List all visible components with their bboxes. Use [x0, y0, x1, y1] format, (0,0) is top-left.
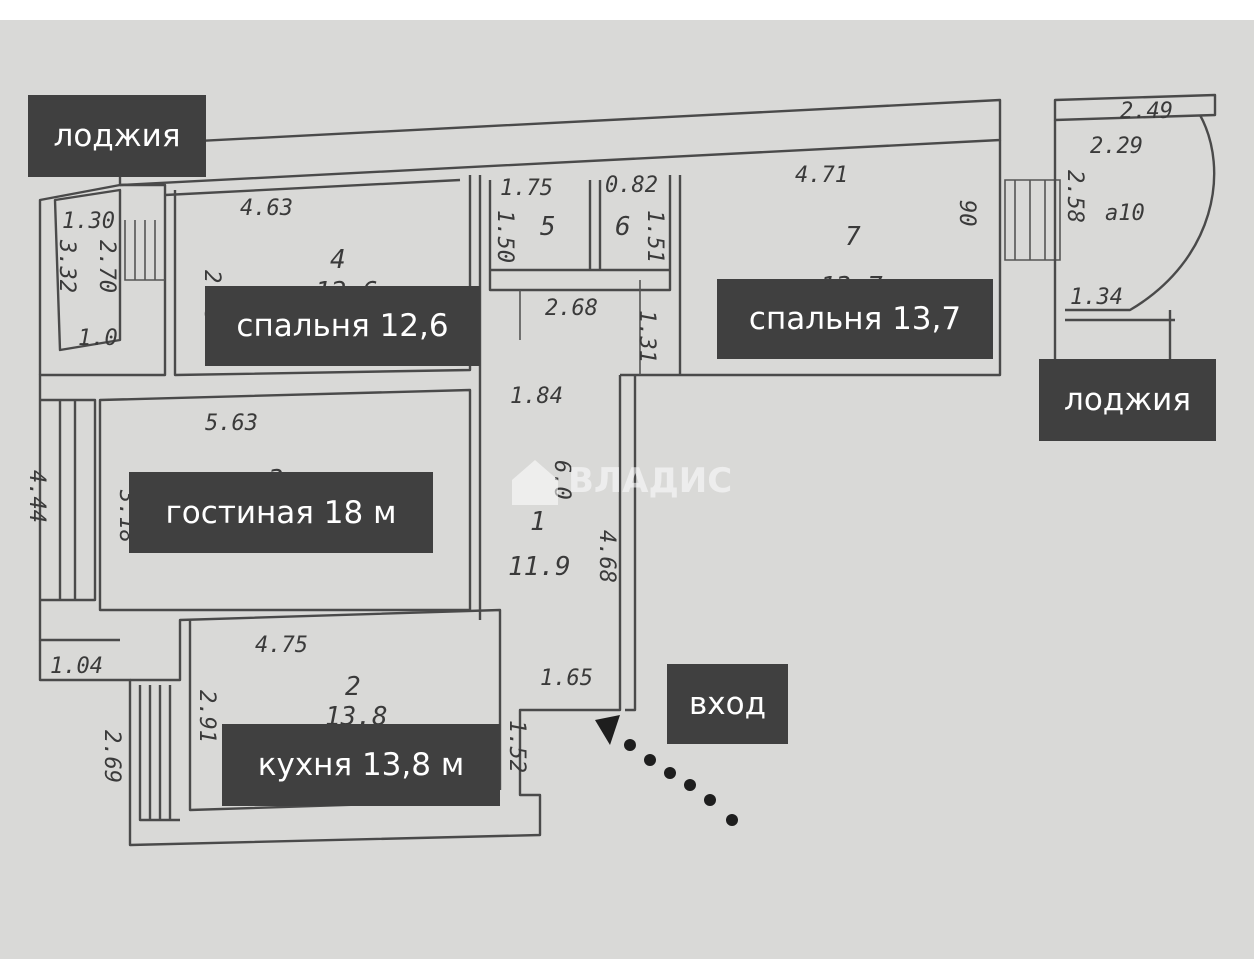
dim-text: 4.71: [795, 163, 848, 188]
label-entrance: вход: [667, 664, 788, 744]
dim-text: 5.63: [205, 411, 258, 436]
dim-text: 1.51: [642, 210, 667, 263]
label-loggia-right: лоджия: [1039, 359, 1216, 441]
room-number: 2: [345, 672, 361, 702]
dim-text: 1.50: [492, 210, 517, 263]
dim-text: 1.30: [62, 209, 115, 234]
dim-text: 4.44: [24, 470, 49, 523]
watermark-house-icon: [512, 460, 558, 505]
right-loggia-outline: [1053, 93, 1217, 367]
room-number: 7: [845, 222, 861, 252]
watermark: ВЛАДИС: [512, 460, 732, 505]
room-area: 11.9: [508, 552, 571, 582]
dim-text: 4.75: [255, 633, 308, 658]
interior-walls: [98, 175, 1061, 620]
dim-text: 1.52: [504, 720, 529, 773]
dim-text: 4.63: [240, 196, 293, 221]
dim-text: 1.31: [634, 310, 659, 363]
label-loggia-left: лоджия: [28, 95, 206, 177]
dim-text: 1.65: [540, 666, 593, 691]
watermark-text: ВЛАДИС: [568, 461, 732, 501]
label-bedroom-right: спальня 13,7: [717, 279, 993, 359]
room-number: 4: [330, 245, 346, 275]
dim-text: 1.04: [50, 654, 103, 679]
room-number: 1: [530, 507, 546, 537]
dim-text: 2.68: [545, 296, 598, 321]
dim-text: 90: [954, 200, 979, 227]
dim-text: 4.68: [594, 530, 619, 583]
dim-text: 2.49: [1120, 99, 1173, 124]
dim-text: 2.58: [1062, 170, 1087, 223]
dim-text: a10: [1105, 201, 1145, 226]
room-number: 6: [615, 212, 631, 242]
dimension-labels: 4.63 1.75 0.82 4.71 2.49 2.29 1.30 2.73 …: [24, 99, 1173, 783]
label-bedroom-left: спальня 12,6: [205, 286, 480, 366]
dim-text: 1.75: [500, 176, 553, 201]
dim-text: 1.34: [1070, 285, 1123, 310]
floor-plan-drawing: 4.63 1.75 0.82 4.71 2.49 2.29 1.30 2.73 …: [24, 93, 1217, 847]
dim-text: 1.84: [510, 384, 563, 409]
entrance-arrow: [595, 715, 738, 826]
label-kitchen: кухня 13,8 м: [222, 724, 500, 806]
room-number: 5: [540, 212, 556, 242]
dim-text: 2.69: [99, 730, 124, 783]
dim-text: 1.0: [78, 326, 118, 351]
dim-text: 2.70: [94, 240, 119, 293]
dim-text: 3.32: [54, 239, 79, 293]
dim-text: 0.82: [605, 173, 658, 198]
outer-walls: [38, 98, 1002, 847]
label-living-room: гостиная 18 м: [129, 472, 433, 553]
dim-text: 2.91: [194, 690, 219, 743]
dim-text: 2.29: [1090, 134, 1143, 159]
